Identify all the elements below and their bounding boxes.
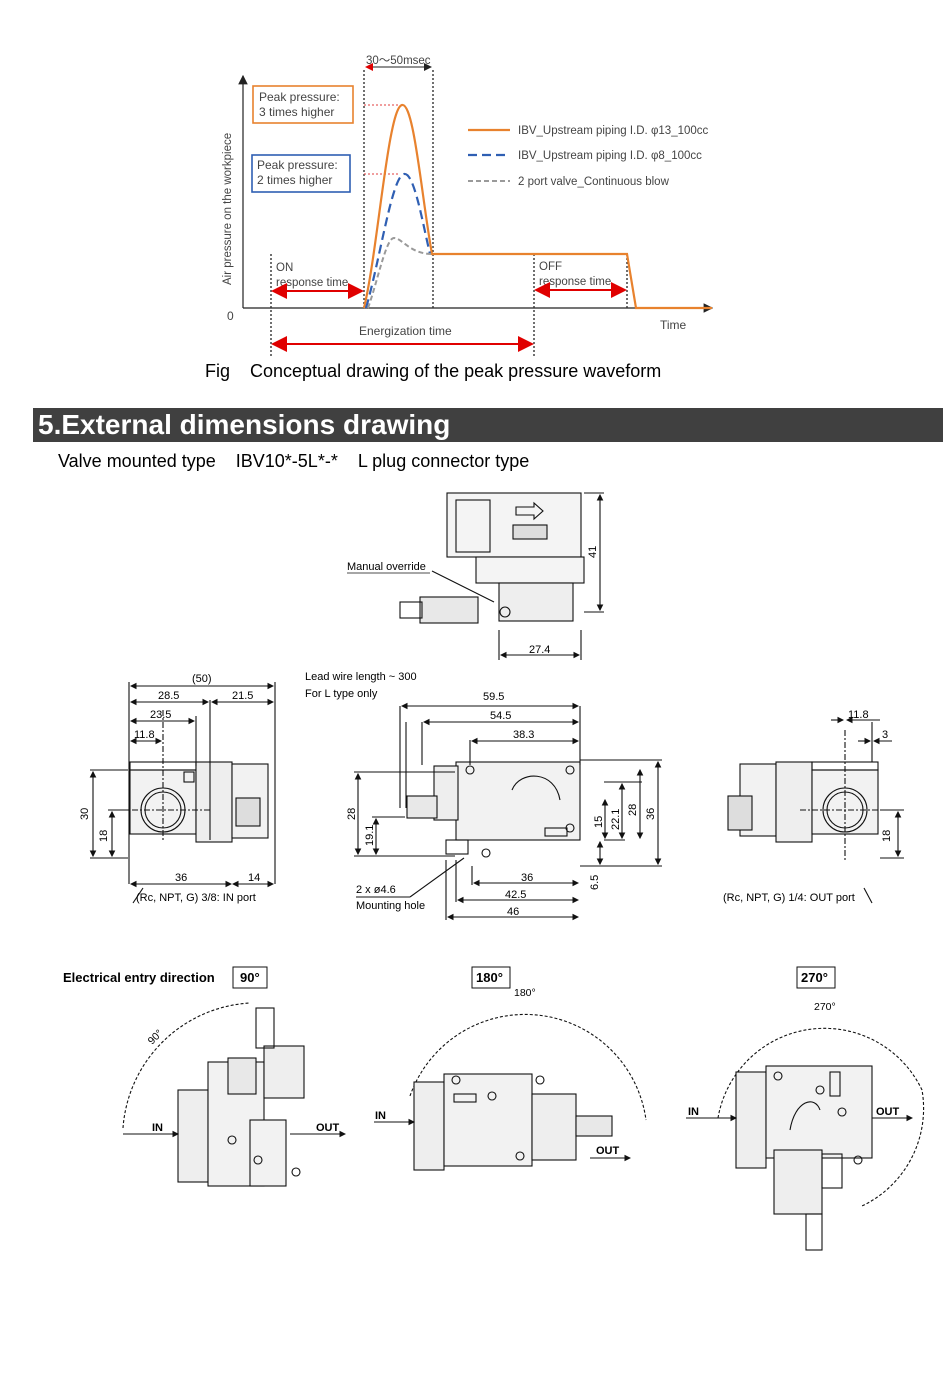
manual-override-label: Manual override xyxy=(347,561,426,573)
dim-28-5: 28.5 xyxy=(158,690,179,702)
mounting-hole-line1: 2 x ø4.6 xyxy=(356,884,396,896)
in-label-180: IN xyxy=(375,1110,386,1122)
dim-23-5: 23.5 xyxy=(150,709,171,721)
curve-2port xyxy=(367,236,433,309)
curve-phi8 xyxy=(364,172,432,309)
dim-11-8: 11.8 xyxy=(134,729,155,741)
arc-270-label: 270° xyxy=(814,1001,836,1013)
peak2-line1: Peak pressure: xyxy=(257,158,338,172)
entry-90-text: 90° xyxy=(240,970,260,985)
in-port-label: (Rc, NPT, G) 3/8: IN port xyxy=(136,892,256,904)
dim-21-5: 21.5 xyxy=(232,690,253,702)
out-port-label: (Rc, NPT, G) 1/4: OUT port xyxy=(723,892,855,904)
peak2-line2: 2 times higher xyxy=(257,173,332,187)
left-view xyxy=(89,682,276,904)
dim-right-11-8: 11.8 xyxy=(848,709,869,721)
dim-30: 30 xyxy=(79,808,91,820)
dim-14: 14 xyxy=(248,872,260,884)
y-axis-label: Air pressure on the workpiece xyxy=(222,133,234,285)
orientation-270 xyxy=(686,1027,925,1251)
drawing-subtitle: Valve mounted type IBV10*-5L*-* L plug c… xyxy=(58,451,530,471)
arc-180-label: 180° xyxy=(514,987,536,999)
entry-direction-label: Electrical entry direction xyxy=(63,970,215,985)
dim-36-bottom: 36 xyxy=(521,872,533,884)
off-line2: response time xyxy=(539,276,611,288)
peak3-line2: 3 times higher xyxy=(259,105,334,119)
peak3-box xyxy=(252,85,354,124)
l-type-label: For L type only xyxy=(305,688,378,700)
dim-41: 41 xyxy=(587,546,599,558)
dim-54-5: 54.5 xyxy=(490,710,511,722)
dim-right-3: 3 xyxy=(882,729,888,741)
out-label-180: OUT xyxy=(596,1145,620,1157)
peak-pressure-chart: Air pressure on the workpiece 0 Time 30～… xyxy=(222,55,714,358)
section-header-bar xyxy=(33,408,943,442)
out-label-90: OUT xyxy=(316,1122,340,1134)
entry-90-box xyxy=(232,966,268,989)
dim-38-3: 38.3 xyxy=(513,729,534,741)
mounting-hole-line2: Mounting hole xyxy=(356,900,425,912)
legend-item-3: 2 port valve_Continuous blow xyxy=(518,176,670,188)
x-axis-label: Time xyxy=(660,318,687,332)
peak2-box xyxy=(251,154,351,193)
energization-label: Energization time xyxy=(359,324,452,338)
dim-42-5: 42.5 xyxy=(505,889,526,901)
out-label-270: OUT xyxy=(876,1106,900,1118)
top-view xyxy=(399,492,604,660)
on-line1: ON xyxy=(276,262,293,274)
dim-59-5: 59.5 xyxy=(483,691,504,703)
dim-right-18: 18 xyxy=(881,830,893,842)
orientation-90 xyxy=(122,1002,347,1187)
pulse-width-label: 30～50msec xyxy=(366,55,431,67)
dim-6-5: 6.5 xyxy=(589,875,601,890)
arc-90-label: 90° xyxy=(146,1027,166,1047)
right-view xyxy=(727,716,904,904)
dim-22-1: 22.1 xyxy=(610,809,622,830)
in-label-90: IN xyxy=(152,1122,163,1134)
dim-15: 15 xyxy=(593,816,605,828)
in-label-270: IN xyxy=(688,1106,699,1118)
middle-view xyxy=(354,702,662,921)
dim-36: 36 xyxy=(175,872,187,884)
entry-270-text: 270° xyxy=(801,970,828,985)
dim-50: (50) xyxy=(192,673,212,685)
legend-item-2: IBV_Upstream piping I.D. φ8_100cc xyxy=(518,150,702,162)
dim-18: 18 xyxy=(98,830,110,842)
peak3-line1: Peak pressure: xyxy=(259,90,340,104)
orientation-180 xyxy=(374,1013,647,1171)
entry-180-box xyxy=(471,966,511,989)
on-line2: response time xyxy=(276,277,348,289)
dim-36-right: 36 xyxy=(645,808,657,820)
dimension-drawings: Manual override 41 27.4 (50) 28.5 21.5 2… xyxy=(63,492,925,1251)
dim-19-1: 19.1 xyxy=(364,825,376,846)
entry-180-text: 180° xyxy=(476,970,503,985)
dim-27-4: 27.4 xyxy=(529,644,550,656)
origin-label: 0 xyxy=(227,309,234,323)
off-line1: OFF xyxy=(539,261,562,273)
entry-270-box xyxy=(796,966,836,989)
dim-46: 46 xyxy=(507,906,519,918)
curve-phi13 xyxy=(362,103,712,310)
section-title: 5.External dimensions drawing xyxy=(38,409,451,440)
dim-28-left: 28 xyxy=(346,808,358,820)
dim-28-right: 28 xyxy=(627,804,639,816)
lead-wire-label: Lead wire length ~ 300 xyxy=(305,671,417,683)
figure-caption: Fig Conceptual drawing of the peak press… xyxy=(205,361,662,381)
legend-item-1: IBV_Upstream piping I.D. φ13_100cc xyxy=(518,125,709,137)
